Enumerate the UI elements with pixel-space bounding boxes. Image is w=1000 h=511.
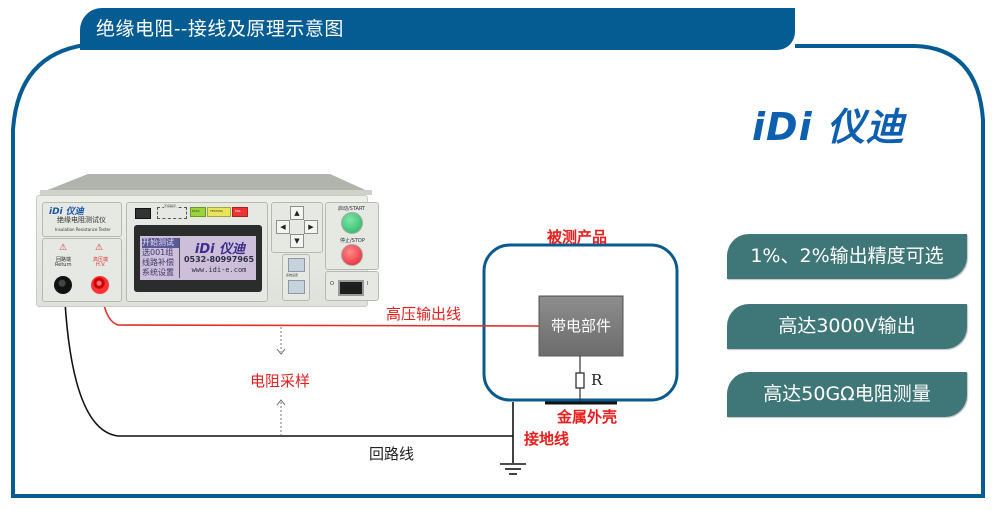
power-on-mark: I: [367, 281, 369, 287]
terminal-panel: ⚠ ⚠ 回路端 Return 高压端 H.V.: [42, 238, 122, 302]
down-arrow-button[interactable]: ▼: [290, 234, 304, 248]
set-key[interactable]: [288, 280, 305, 294]
indicator-group: 不良指示: [157, 204, 187, 219]
return-wire-label: 回路线: [369, 445, 415, 463]
return-terminal[interactable]: [54, 276, 72, 294]
system-key-label: 系统设置: [286, 273, 299, 277]
left-arrow-button[interactable]: ◀: [276, 220, 290, 234]
insulation-tester-device: iDi 仪迪 绝缘电阻测试仪 Insulation Resistance Tes…: [36, 195, 379, 307]
hv-wire-label: 高压输出线: [386, 305, 462, 323]
stop-label: 停止/STOP: [340, 238, 365, 244]
lcd-website: www.idi-e.com: [191, 266, 247, 274]
lcd-menu-item: 线路补偿: [142, 258, 174, 267]
lcd-screen-bezel: 开始测试 选001组 线路补偿 系统设置 iDi 仪迪 0532-8099796…: [134, 225, 262, 292]
lcd-menu-item: 系统设置: [142, 268, 174, 277]
ground-wire-label: 接地线: [524, 430, 570, 448]
power-off-mark: O: [330, 281, 334, 287]
feature-badge: 1%、2%输出精度可选: [727, 234, 967, 279]
lcd-menu-item: 选001组: [142, 248, 174, 257]
testing-indicator: TESTING: [207, 207, 231, 217]
usb-port[interactable]: [135, 208, 151, 219]
resistor-symbol: [575, 372, 585, 389]
hv-terminal[interactable]: [91, 276, 109, 294]
start-label: 启动/START: [338, 206, 366, 212]
start-stop-panel: 启动/START 停止/STOP: [325, 202, 379, 270]
return-label-cn: 回路端: [56, 257, 72, 263]
function-keys: 系统设置: [282, 254, 310, 301]
page-title: 绝缘电阻--接线及原理示意图: [96, 18, 344, 40]
product-label: 被测产品: [547, 228, 608, 246]
resistor-label: R: [591, 371, 603, 389]
pass-indicator: PASS: [190, 207, 206, 217]
hv-label-cn: 高压端: [93, 257, 109, 263]
brand-logo: iDi 仪迪: [752, 105, 905, 149]
warning-icon-return: ⚠: [59, 243, 68, 253]
lcd-phone: 0532-80997965: [183, 255, 255, 264]
sampling-label: 电阻采样: [250, 372, 311, 390]
device-top-surface: [40, 174, 372, 193]
return-key[interactable]: [288, 258, 305, 272]
lcd-menu: 开始测试 选001组 线路补偿 系统设置: [142, 238, 180, 278]
power-panel: O I: [325, 271, 379, 301]
indicator-group-label: 不良指示: [164, 204, 177, 208]
up-arrow-button[interactable]: ▲: [290, 206, 304, 220]
outer-frame: [11, 43, 985, 498]
feature-badge: 高达3000V输出: [727, 304, 967, 349]
hv-label-en: H.V.: [96, 262, 106, 268]
live-part-label: 带电部件: [550, 317, 611, 335]
return-wire: [63, 282, 513, 437]
device-brand-panel: iDi 仪迪 绝缘电阻测试仪 Insulation Resistance Tes…: [42, 202, 122, 237]
warning-icon-hv: ⚠: [95, 243, 104, 253]
power-switch[interactable]: [338, 280, 364, 296]
device-logo: iDi 仪迪: [49, 207, 84, 217]
feature-badge: 高达50GΩ电阻测量: [727, 372, 967, 417]
lcd-menu-item: 开始测试: [142, 238, 179, 248]
device-name-en: Insulation Resistance Tester: [55, 227, 111, 232]
metal-case-label: 金属外壳: [557, 408, 618, 426]
lcd-brand: iDi 仪迪: [194, 242, 246, 257]
stop-button[interactable]: [341, 244, 363, 266]
arrow-keypad: ▲ ◀ ▶ ▼: [271, 202, 323, 253]
start-button[interactable]: [341, 212, 363, 234]
return-label-en: Return: [55, 262, 72, 268]
fail-indicator: FAIL: [232, 207, 248, 217]
device-name-cn: 绝缘电阻测试仪: [57, 216, 106, 224]
lcd-screen: 开始测试 选001组 线路补偿 系统设置 iDi 仪迪 0532-8099796…: [140, 236, 256, 280]
sampling-arrow-down-head: [276, 348, 286, 355]
title-tab: [80, 8, 795, 50]
sampling-arrow-up-head: [276, 399, 286, 406]
right-arrow-button[interactable]: ▶: [304, 220, 318, 234]
